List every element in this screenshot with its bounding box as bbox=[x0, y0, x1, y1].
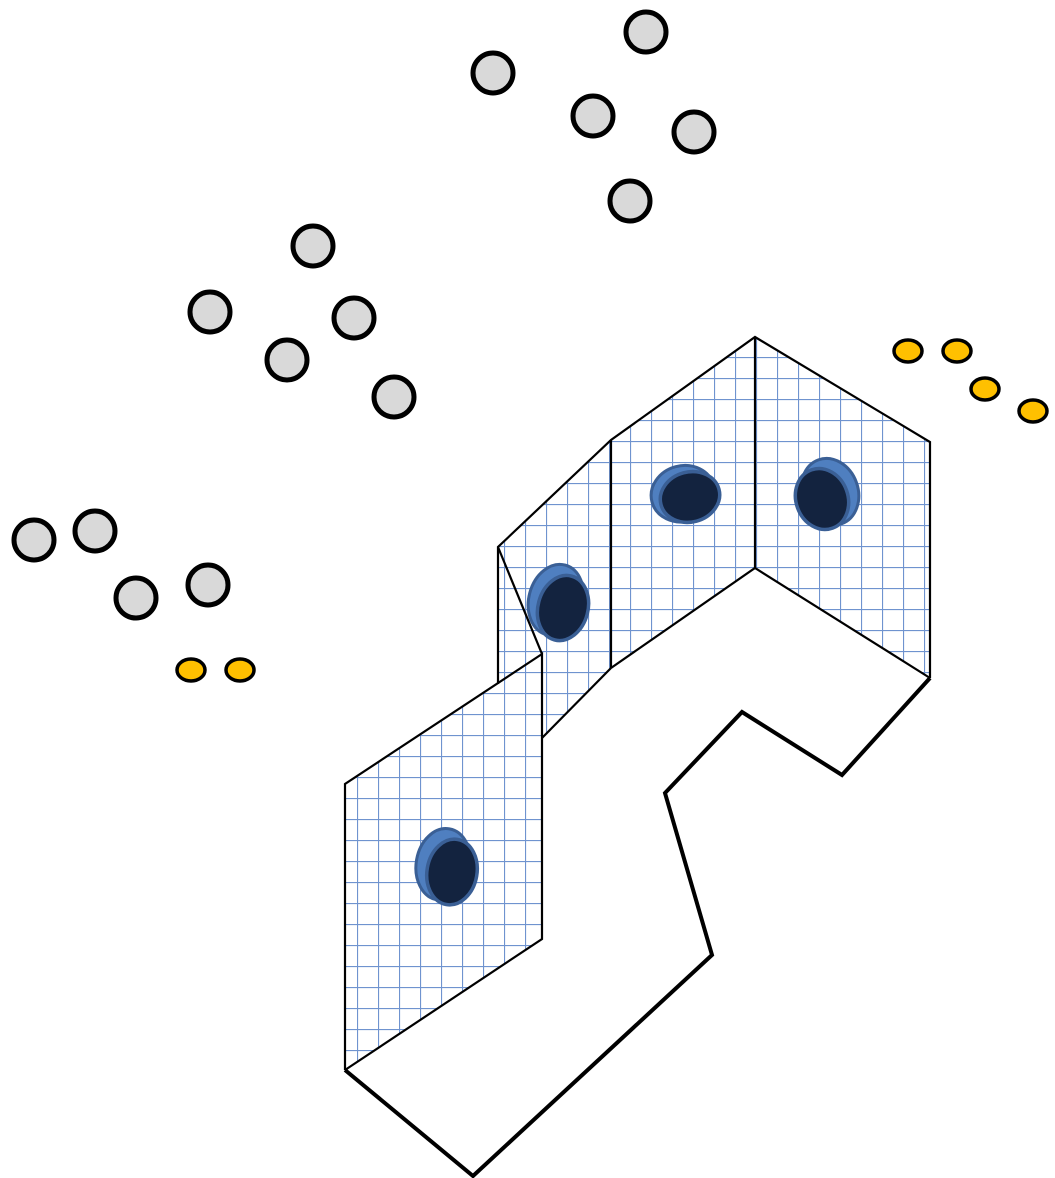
gray-particle bbox=[264, 337, 310, 383]
yellow-particle bbox=[175, 657, 207, 683]
pore-opening bbox=[424, 837, 480, 907]
gray-particle bbox=[671, 109, 717, 155]
gray-particle bbox=[187, 289, 233, 335]
base-outline-left bbox=[343, 676, 932, 1178]
gray-particle bbox=[11, 517, 57, 563]
gray-particle bbox=[331, 295, 377, 341]
gray-particle bbox=[72, 508, 118, 554]
ridge-lower-connector bbox=[541, 667, 612, 739]
gray-particle bbox=[570, 93, 616, 139]
gray-particle bbox=[185, 562, 231, 608]
gray-particles bbox=[11, 9, 717, 621]
yellow-particle bbox=[969, 376, 1001, 402]
ridge-diagonal-left bbox=[496, 546, 544, 655]
gray-particle bbox=[623, 9, 669, 55]
membrane-faces bbox=[345, 337, 930, 1070]
pore bbox=[793, 456, 861, 532]
pore-opening bbox=[658, 469, 722, 525]
yellow-particles bbox=[175, 338, 1049, 683]
outline-upper-left bbox=[496, 335, 932, 684]
pores bbox=[414, 456, 861, 907]
yellow-particle bbox=[1017, 398, 1049, 424]
yellow-particle bbox=[224, 657, 256, 683]
ridge-bottom-right bbox=[610, 566, 931, 679]
membrane-base bbox=[343, 676, 932, 1178]
pore bbox=[526, 562, 591, 643]
pore-opening bbox=[793, 466, 851, 532]
gray-particle bbox=[113, 575, 159, 621]
yellow-particle bbox=[892, 338, 924, 364]
gray-particle bbox=[470, 50, 516, 96]
pore bbox=[649, 463, 722, 525]
membrane-outlines bbox=[343, 335, 932, 1071]
gray-particle bbox=[607, 178, 653, 224]
pore bbox=[414, 827, 480, 907]
pore-opening bbox=[535, 573, 591, 643]
gray-particle bbox=[290, 223, 336, 269]
gray-particle bbox=[371, 374, 417, 420]
yellow-particle bbox=[941, 338, 973, 364]
